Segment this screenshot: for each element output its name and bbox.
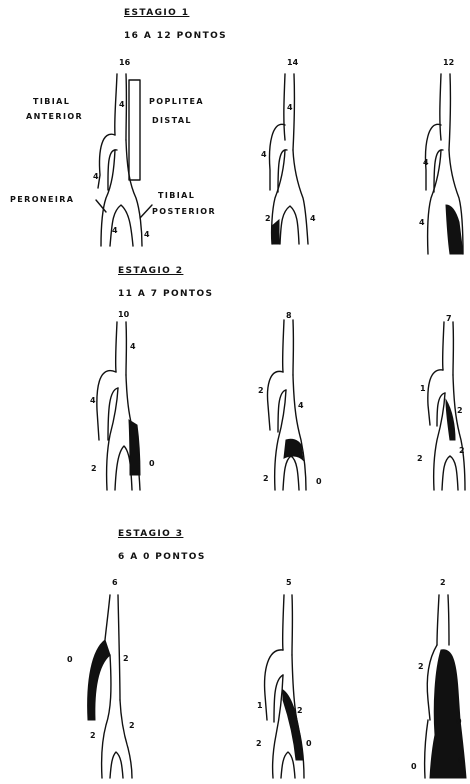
segment-score: 2 [91,464,97,473]
segment-score: 1 [420,384,426,393]
segment-score: 0 [456,717,462,726]
segment-score: 2 [418,662,424,671]
segment-score: 0 [316,477,322,486]
segment-score: 0 [411,762,417,771]
segment-score: 4 [423,158,429,167]
diagram-14 [270,74,308,244]
segment-score: 4 [287,103,293,112]
segment-score: 0 [458,756,464,765]
segment-score: 4 [298,401,304,410]
segment-score: 4 [90,396,96,405]
segment-score: 2 [265,214,271,223]
segment-score: 4 [144,230,150,239]
segment-score: 2 [459,446,465,455]
segment-score: 4 [119,100,125,109]
segment-score: 0 [306,739,312,748]
segment-score: 2 [263,474,269,483]
segment-score: 0 [67,655,73,664]
segment-score: 0 [149,459,155,468]
segment-score: 4 [112,226,118,235]
segment-score: 2 [297,706,303,715]
diagram-2 [425,595,466,778]
segment-score: 4 [310,214,316,223]
segment-score: 4 [130,342,136,351]
segment-score: 4 [93,172,99,181]
segment-score: 2 [457,406,463,415]
segment-score: 4 [261,150,267,159]
diagram-12 [426,74,463,254]
segment-score: 2 [129,721,135,730]
segment-score: 1 [257,701,263,710]
segment-score: 4 [419,218,425,227]
segment-score: 2 [90,731,96,740]
segment-score: 2 [256,739,262,748]
diagram-6 [88,595,132,778]
diagram-5 [265,595,304,778]
segment-score: 2 [417,454,423,463]
segment-score: 2 [258,386,264,395]
segment-score: 2 [123,654,129,663]
